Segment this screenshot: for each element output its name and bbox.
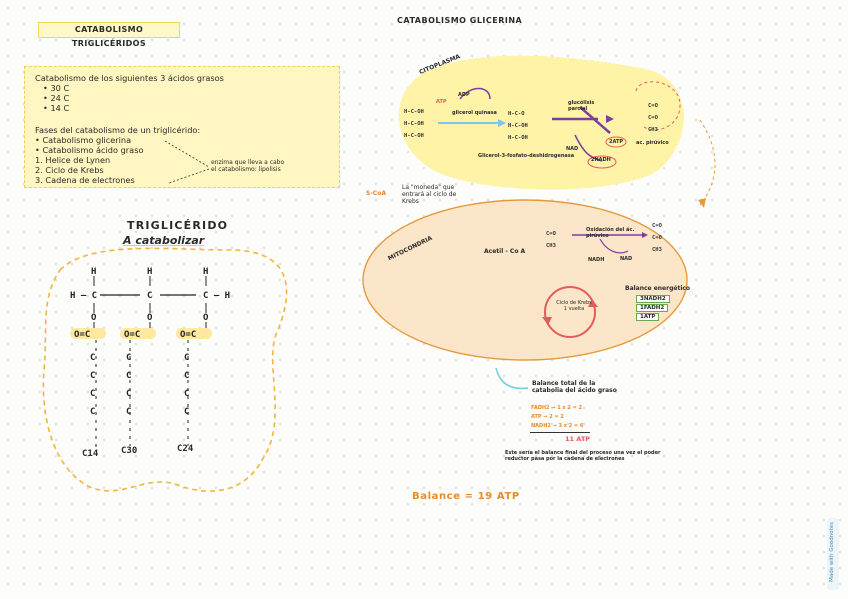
- svg-text:H-C-OH: H-C-OH: [404, 121, 424, 127]
- chain-end-3: C24: [177, 444, 194, 454]
- svg-text:C=O: C=O: [652, 235, 663, 241]
- svg-text:H — C: H — C: [70, 291, 97, 301]
- atp2-label: 2ATP: [609, 139, 624, 145]
- svg-text:H: H: [91, 267, 96, 277]
- glicerina-title: CATABOLISMO GLICERINA: [397, 16, 523, 25]
- triglyceride-subtitle: A catabolizar: [123, 234, 205, 247]
- svg-text:H-C-OH: H-C-OH: [404, 109, 424, 115]
- svg-text:C=O: C=O: [648, 103, 659, 109]
- total-footnote: Este sería el balance final del proceso …: [505, 450, 661, 462]
- triglyceride-title: TRIGLICÉRIDO: [127, 219, 229, 232]
- krebs-label: Ciclo de Krebs 1 vuelta: [556, 300, 592, 312]
- svg-text:C: C: [126, 407, 131, 417]
- svg-text:H: H: [147, 267, 152, 277]
- energy-chip-fadh: 1FADH2: [636, 304, 669, 312]
- adp-label: ADP: [458, 92, 470, 98]
- svg-text:C=O: C=O: [546, 231, 557, 237]
- phase-step-2: 2. Ciclo de Krebs: [35, 165, 104, 175]
- svg-text:CH3: CH3: [652, 247, 662, 253]
- svg-text:H: H: [203, 267, 208, 277]
- oxidation-label: Oxidación del ác. pirúvico: [586, 227, 635, 239]
- svg-text:H-C-O: H-C-O: [508, 111, 525, 117]
- total-result: 11 ATP: [565, 435, 591, 443]
- phase-step-1: 1. Helice de Lynen: [35, 155, 111, 165]
- acid-item-2: • 24 C: [43, 93, 70, 103]
- svg-text:CH3: CH3: [648, 127, 658, 133]
- svg-text:C: C: [184, 389, 189, 399]
- mito-nadh-label: NADH: [588, 257, 605, 263]
- svg-text:C: C: [126, 371, 131, 381]
- watermark: Made with Goodnotes: [829, 522, 835, 582]
- total-line-3: NADH2 → 3 x 2 = 6: [531, 423, 584, 429]
- total-line-2: ATP → 2 = 2: [531, 414, 564, 420]
- mito-nad-label: NAD: [620, 256, 633, 262]
- svg-text:C: C: [184, 407, 189, 417]
- final-balance: Balance = 19 ATP: [412, 491, 520, 502]
- svg-text:H-C-OH: H-C-OH: [404, 133, 424, 139]
- svg-text:H-C-OH: H-C-OH: [508, 123, 528, 129]
- total-divider: [530, 432, 590, 433]
- acid-item-1: • 30 C: [43, 83, 70, 93]
- dashed-connector: [164, 140, 210, 184]
- svg-text:O=C: O=C: [180, 330, 196, 340]
- phase-step-3: 3. Cadena de electrones: [35, 175, 135, 185]
- svg-text:C: C: [184, 371, 189, 381]
- svg-text:C: C: [126, 353, 131, 363]
- phases-title: Fases del catabolismo de un triglicérido…: [35, 125, 201, 135]
- mitochondria-region: C=O CH3 C=O C=O CH3: [362, 199, 688, 361]
- energy-title: Balance energético: [625, 285, 691, 292]
- total-title: Balance total de la catabolia del ácido …: [532, 380, 617, 394]
- chain-end-1: C14: [82, 449, 99, 459]
- svg-text:C: C: [184, 353, 189, 363]
- svg-text:C=O: C=O: [652, 223, 663, 229]
- chain-end-2: C30: [121, 446, 138, 456]
- svg-text:O: O: [203, 313, 209, 323]
- acetyl-label: Acetil - Co A: [484, 248, 526, 255]
- svg-text:O: O: [91, 313, 97, 323]
- side-note: enzima que lleva a cabo el catabolismo: …: [211, 159, 285, 173]
- enzyme-label: glicerol quinasa: [452, 110, 497, 116]
- svg-text:H-C-OH: H-C-OH: [508, 135, 528, 141]
- svg-text:C: C: [90, 353, 95, 363]
- svg-text:C: C: [126, 389, 131, 399]
- svg-text:C: C: [90, 407, 95, 417]
- svg-text:C: C: [90, 389, 95, 399]
- page-title: CATABOLISMO TRIGLICÉRIDOS: [38, 22, 180, 48]
- nad-label: NAD: [566, 146, 579, 152]
- pyruvate-label: ac. pirúvico: [636, 140, 669, 146]
- phase-bullet-1: • Catabolismo glicerina: [35, 135, 132, 145]
- svg-text:C=O: C=O: [648, 115, 659, 121]
- svg-text:C: C: [90, 371, 95, 381]
- energy-chip-atp: 1ATP: [636, 313, 660, 321]
- phase-bullet-2: • Catabolismo ácido graso: [35, 145, 144, 155]
- coa-note: La "moneda" que entrará al ciclo de Kreb…: [402, 184, 457, 205]
- svg-text:O: O: [147, 313, 153, 323]
- glycolysis-label: glucólisis parcial: [568, 100, 595, 112]
- notes-box: Catabolismo de los siguientes 3 ácidos g…: [24, 66, 340, 188]
- svg-text:C: C: [147, 291, 152, 301]
- acid-item-3: • 14 C: [43, 103, 70, 113]
- svg-text:O=C: O=C: [74, 330, 90, 340]
- svg-text:O=C: O=C: [124, 330, 140, 340]
- watermark-badge: Made with Goodnotes: [827, 518, 839, 590]
- notes-intro: Catabolismo de los siguientes 3 ácidos g…: [35, 73, 224, 83]
- product-label: Glicerol-3-fosfato-deshidrogenasa: [478, 153, 575, 159]
- svg-text:CH3: CH3: [546, 243, 556, 249]
- nadh-label: 2NADH: [591, 157, 611, 163]
- energy-chip-nadh: 3NADH2: [636, 295, 670, 303]
- atp-label: ATP: [436, 99, 447, 105]
- total-line-1: FADH2 → 1 x 2 = 2: [531, 405, 583, 411]
- cytoplasm-region: H-C-OH H-C-OH H-C-OH H-C-O H-C-OH H-C-OH C=O…: [398, 55, 684, 190]
- coa-prefix: S-CoA: [366, 190, 386, 197]
- svg-text:C — H: C — H: [203, 291, 230, 301]
